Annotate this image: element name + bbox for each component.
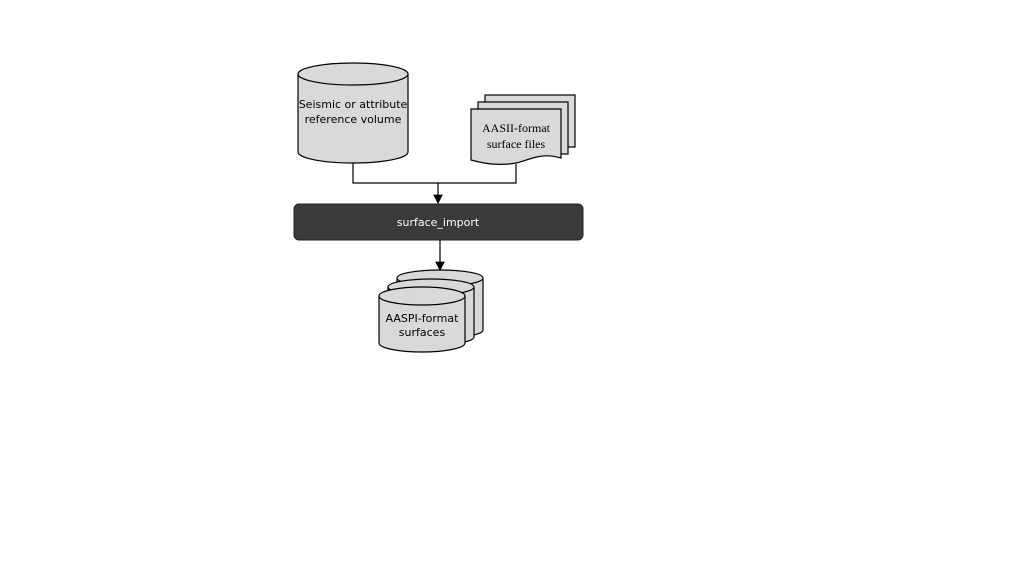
reference-volume-label-1: Seismic or attribute (299, 98, 408, 111)
aaspi-surfaces-cylinders: AASPI-format surfaces (378, 269, 484, 353)
surface-import-process: surface_import (293, 203, 584, 241)
reference-volume-cylinder: Seismic or attribute reference volume (297, 62, 409, 164)
connector-inputs (352, 163, 517, 184)
output-label-1: AASPI-format (386, 312, 460, 325)
process-label: surface_import (397, 216, 480, 229)
output-label-2: surfaces (399, 326, 446, 339)
surface-files-label-1: AASII-format (482, 121, 551, 135)
surface-files-documents: AASII-format surface files (470, 94, 576, 166)
surface-files-label-2: surface files (487, 137, 546, 151)
reference-volume-label-2: reference volume (305, 113, 402, 126)
